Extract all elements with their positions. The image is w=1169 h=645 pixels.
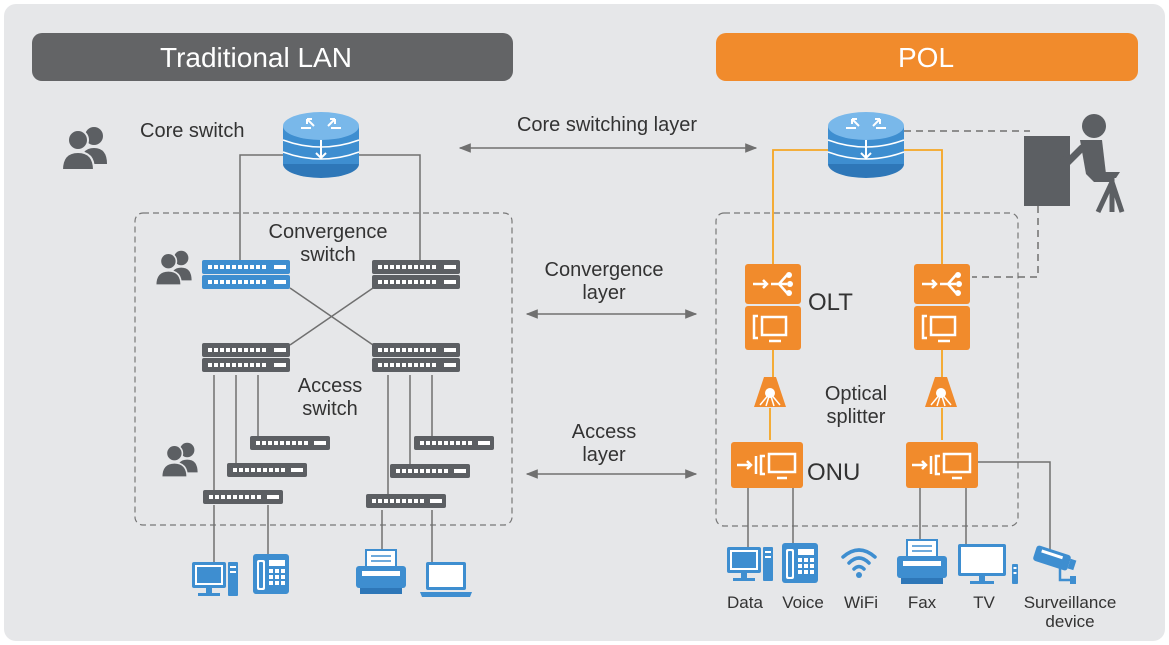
- olt-label: OLT: [808, 289, 853, 316]
- switch-icon: [250, 436, 330, 450]
- pol-group-box: [715, 212, 1019, 527]
- lan-header: Traditional LAN: [32, 33, 513, 81]
- router-icon: [827, 111, 905, 179]
- terminal-label-tv: TV: [973, 593, 995, 612]
- terminal-label-surveillance-line1: Surveillance: [1024, 593, 1117, 612]
- switch-icon: [203, 490, 283, 504]
- pol-header: POL: [716, 33, 1138, 81]
- terminal-label-wifi: WiFi: [844, 593, 878, 612]
- lan-wiring: [213, 154, 433, 567]
- convergence-switch-label-line1: Convergence: [269, 221, 388, 243]
- switch-icon: [366, 494, 446, 508]
- switch-icon: [414, 436, 494, 450]
- terminal-label-surveillance-line2: device: [1045, 612, 1094, 631]
- optical-splitter-label-line2: splitter: [827, 406, 886, 428]
- terminal-label-voice: Voice: [782, 593, 824, 612]
- onu-icon: [904, 440, 980, 490]
- access-layer-label-line1: Access: [572, 421, 636, 443]
- router-icon: [282, 111, 360, 179]
- convergence-layer-label-line2: layer: [582, 282, 626, 304]
- phone-icon: [782, 543, 818, 583]
- olt-icon: [912, 262, 972, 352]
- phone-icon: [253, 554, 289, 594]
- pol-terminal-wiring: [747, 461, 1051, 552]
- access-switch-label-line2: switch: [302, 398, 358, 420]
- olt-icon: [743, 262, 803, 352]
- core-layer-label: Core switching layer: [517, 114, 697, 136]
- terminal-label-data: Data: [727, 593, 763, 612]
- lan-header-bar: [32, 33, 513, 81]
- access-switch-label-line1: Access: [298, 375, 362, 397]
- optical-splitter-label-line1: Optical: [825, 383, 887, 405]
- access-layer-label-line2: layer: [582, 444, 626, 466]
- convergence-switch-label-line2: switch: [300, 244, 356, 266]
- switch-icon: [390, 464, 470, 478]
- pol-fiber-wiring: [769, 149, 943, 440]
- management-links: [904, 130, 1039, 278]
- pol-header-bar: [716, 33, 1138, 81]
- lan-header-title: Traditional LAN: [160, 42, 352, 73]
- pol-header-title: POL: [898, 42, 954, 73]
- switch-icon: [227, 463, 307, 477]
- onu-label: ONU: [807, 459, 860, 486]
- core-switch-label: Core switch: [140, 120, 244, 142]
- lan-group-box: [134, 212, 513, 526]
- convergence-layer-label-line1: Convergence: [545, 259, 664, 281]
- onu-icon: [729, 440, 805, 490]
- terminal-label-fax: Fax: [908, 593, 937, 612]
